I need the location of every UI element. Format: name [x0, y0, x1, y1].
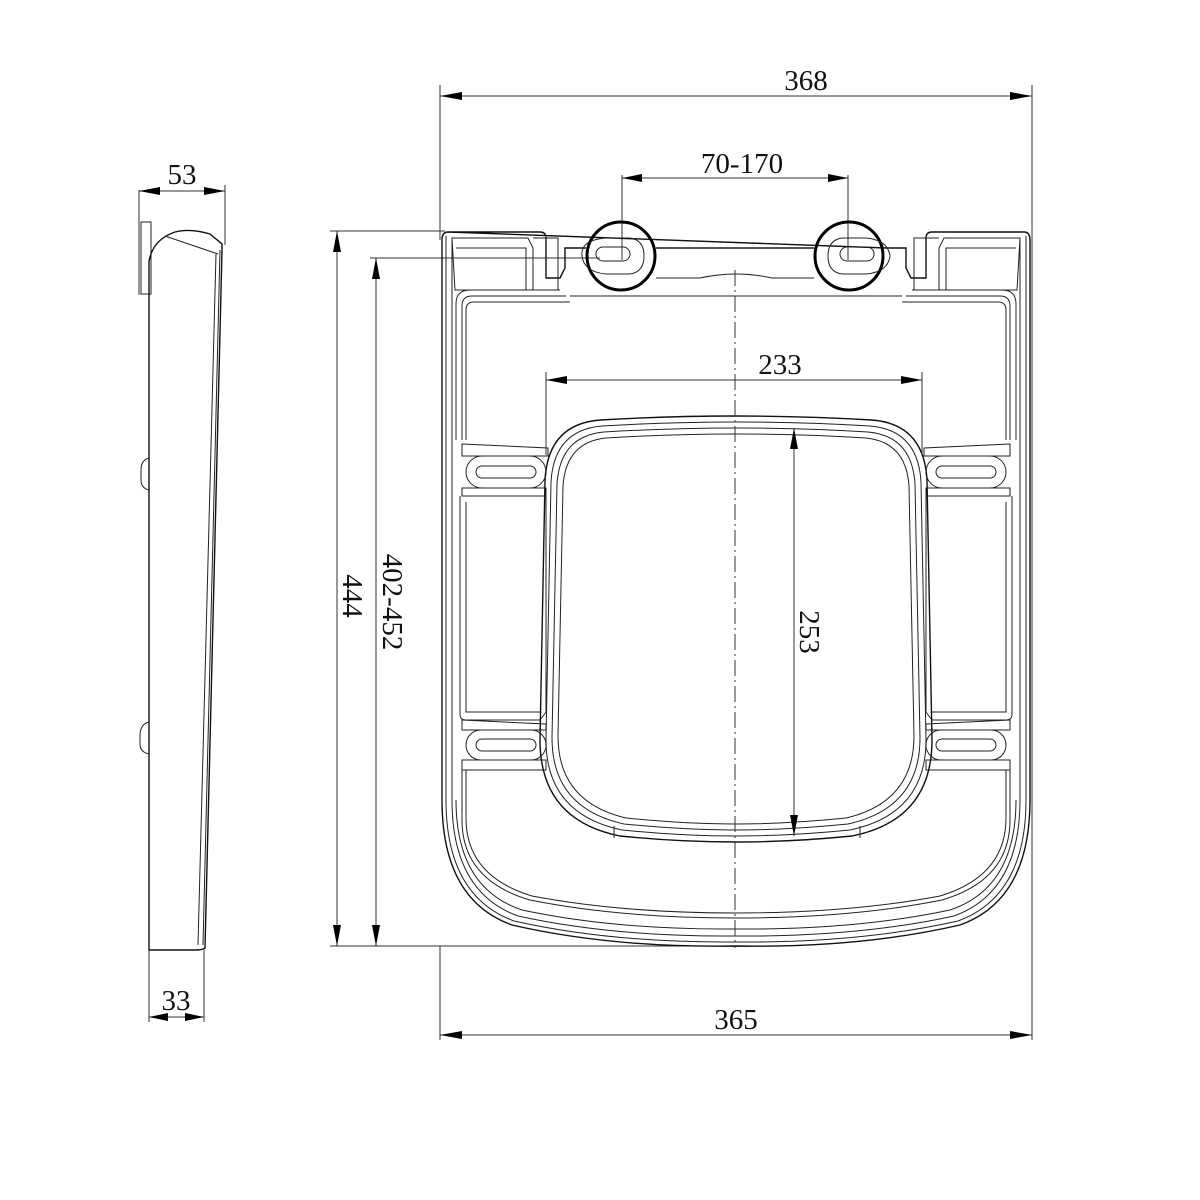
dim-label-overall-width-bottom: 365 [714, 1004, 758, 1036]
dim-label-side-depth-bottom: 33 [162, 985, 191, 1017]
dim-label-side-depth-top: 53 [168, 159, 197, 191]
dim-label-overall-width-top: 368 [784, 65, 828, 97]
dim-label-opening-width: 233 [758, 349, 802, 381]
length-dimensions [330, 230, 740, 947]
left-hinge-icon [585, 220, 657, 292]
side-view [138, 185, 226, 1022]
dim-label-overall-length: 444 [336, 574, 368, 618]
right-hinge-icon [813, 220, 885, 292]
dim-label-opening-length: 253 [793, 610, 825, 654]
dim-label-hinge-spacing: 70-170 [701, 148, 783, 180]
top-view [439, 85, 1033, 1040]
dim-label-fixing-length: 402-452 [376, 554, 408, 651]
